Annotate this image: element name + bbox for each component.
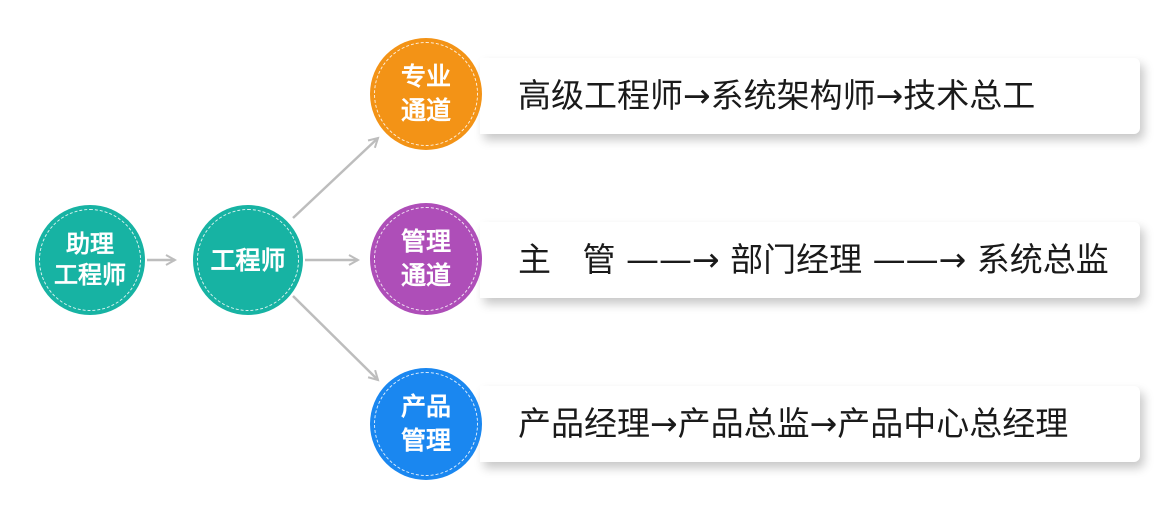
product-channel-node: 产品 管理 bbox=[370, 368, 482, 480]
management-path-text: 主 管 ——→ 部门经理 ——→ 系统总监 bbox=[518, 240, 1109, 279]
engineer-node: 工程师 bbox=[193, 205, 303, 315]
assistant-engineer-label: 助理 工程师 bbox=[54, 230, 126, 289]
product-path-card: 产品经理→产品总监→产品中心总经理 bbox=[480, 386, 1140, 462]
product-path-text: 产品经理→产品总监→产品中心总经理 bbox=[518, 404, 1069, 443]
engineer-label: 工程师 bbox=[210, 245, 286, 275]
management-channel-label: 管理 通道 bbox=[400, 227, 451, 290]
product-channel-label: 产品 管理 bbox=[400, 392, 451, 455]
arrow-to-professional bbox=[292, 138, 378, 219]
professional-path-text: 高级工程师→系统架构师→技术总工 bbox=[518, 76, 1036, 115]
assistant-engineer-node: 助理 工程师 bbox=[35, 205, 145, 315]
management-channel-node: 管理 通道 bbox=[370, 203, 482, 315]
professional-channel-node: 专业 通道 bbox=[370, 38, 482, 150]
professional-channel-label: 专业 通道 bbox=[400, 62, 451, 125]
management-path-card: 主 管 ——→ 部门经理 ——→ 系统总监 bbox=[480, 222, 1140, 298]
professional-path-card: 高级工程师→系统架构师→技术总工 bbox=[480, 58, 1140, 134]
arrow-to-product bbox=[292, 295, 378, 380]
